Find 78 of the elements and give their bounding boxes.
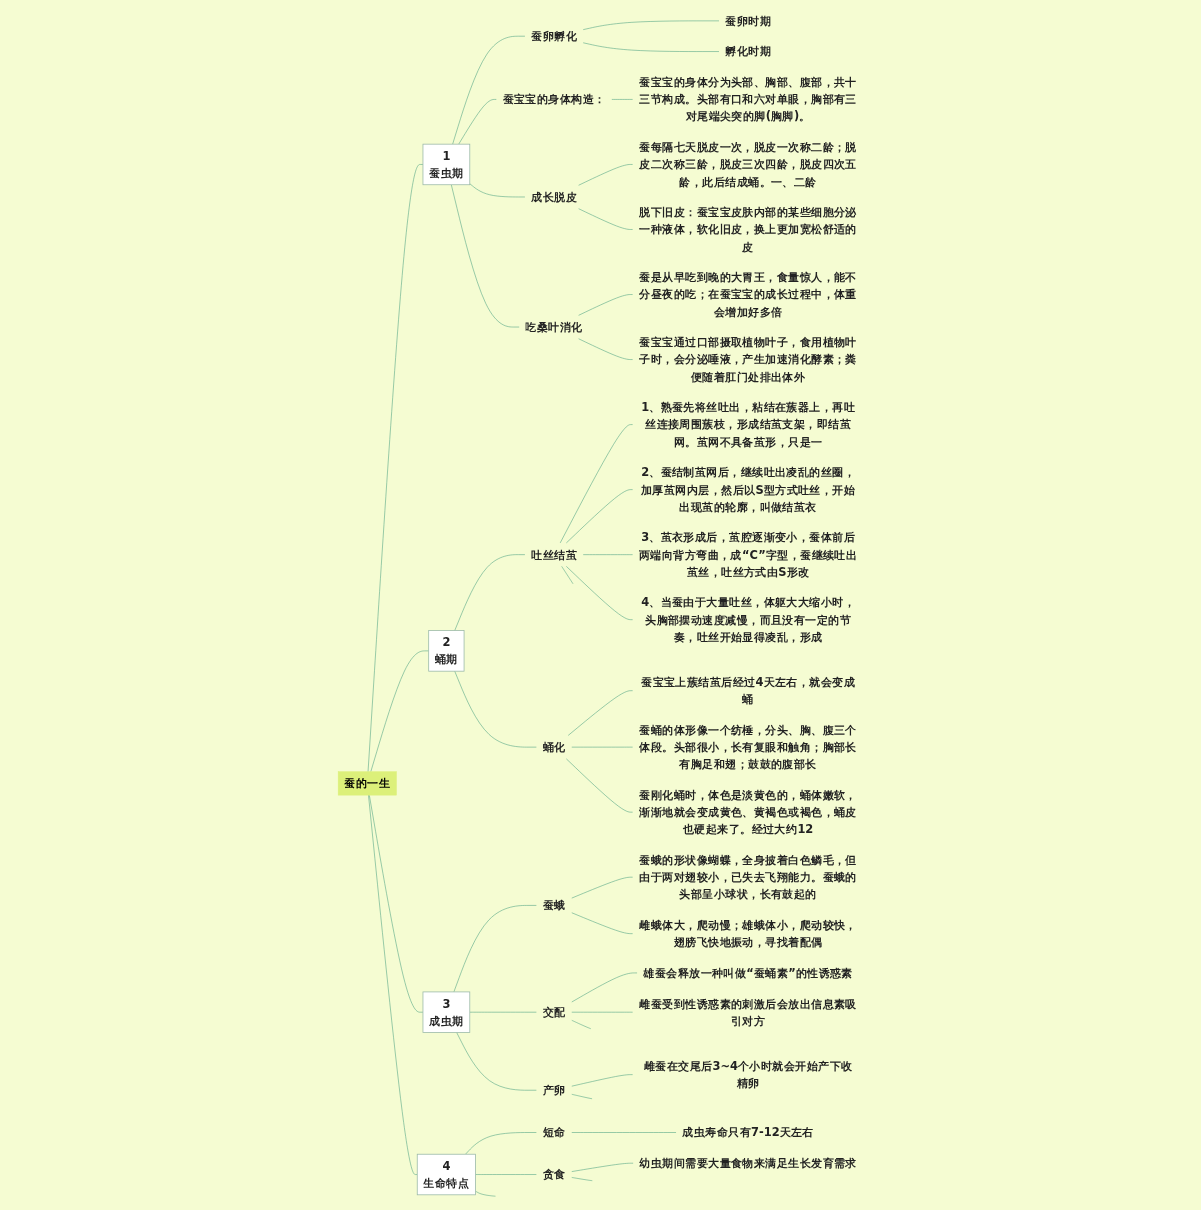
connector-line (571, 1162, 633, 1172)
connector-line (454, 670, 537, 748)
connector-line (582, 42, 719, 52)
node-text: 蚕每隔七天脱皮一次，脱皮一次称二龄；脱皮二次称三龄，脱皮三次四龄，脱皮四次五龄，此后结成蛹。一、二龄 (639, 140, 857, 189)
node-box: 3 成虫期 (422, 991, 470, 1033)
node-text: 蚕卵时期 (724, 14, 771, 28)
connector-line (452, 35, 525, 145)
connector-line (571, 1094, 592, 1100)
node-text: 成虫寿命只有7-12天左右 (681, 1126, 814, 1140)
connector-line (577, 338, 633, 360)
node-text: 成长脱皮 (530, 190, 577, 204)
node-text: 蚕蛾 (542, 898, 566, 912)
node-box: 2 蛹期 (427, 630, 465, 672)
node-text: 雄蚕会释放一种叫做“蚕蛹素”的性诱惑素 (642, 966, 853, 980)
connector-line (559, 424, 633, 544)
connector-line (571, 1132, 676, 1133)
connector-line (474, 1174, 537, 1175)
connector-line (367, 164, 423, 772)
connector-line (370, 650, 429, 772)
connector-line (454, 554, 525, 631)
node-box: 1 蚕虫期 (422, 143, 470, 186)
connector-line (571, 1177, 593, 1181)
node-text: 蚕宝宝通过口部摄取植物叶子，食用植物叶子时，会分泌唾液，产生加速消化酵素；粪便随着肛门处排出体外 (639, 335, 857, 384)
node-text: 蚕宝宝的身体分为头部、胸部、腹部，共十三节构成。头部有口和六对单眼，胸部有三对尾端尖突的脚(胸脚)。 (639, 75, 857, 124)
connector-line (571, 1011, 633, 1013)
connector-line (582, 554, 633, 555)
node-text: 吃桑叶消化 (525, 320, 583, 334)
connector-line (611, 99, 633, 100)
connector-line (577, 208, 633, 230)
connector-line (582, 20, 719, 30)
node-text: 蚕宝宝上蔟结茧后经过4天左右，就会变成蛹 (640, 675, 855, 706)
node-text: 蚕蛾的形状像蝴蝶，全身披着白色鳞毛，但由于两对翅较小，已失去飞翔能力。蚕蛾的头部呈小球状，长有鼓起的 (639, 853, 857, 901)
node-text: 雌蚕受到性诱惑素的刺激后会放出信息素吸引对方 (639, 997, 857, 1028)
node-text: 雌蚕在交尾后3~4个小时就会开始产下收精卵 (643, 1059, 853, 1090)
node-text: 脱下旧皮：蚕宝宝皮肤内部的某些细胞分泌一种液体，软化旧皮，换上更加宽松舒适的皮 (639, 205, 857, 254)
node-text: 贪食 (542, 1168, 566, 1182)
node-text: 1、熟蚕先将丝吐出，粘结在蔟器上，再吐丝连接周围蔟枝，形成结茧支架，即结茧网。茧网不具备茧形，只是一 (640, 400, 855, 449)
connector-line (577, 294, 633, 316)
connector-line (571, 972, 637, 1003)
node-text: 产卵 (542, 1083, 566, 1097)
connector-line (464, 1132, 537, 1155)
connector-line (565, 489, 633, 544)
connector-line (453, 905, 537, 993)
node-text: 雌蛾体大，爬动慢；雄蛾体小，爬动较快，翅膀飞快地振动，寻找着配偶 (639, 918, 857, 949)
node-text: 4、当蚕由于大量吐丝，体躯大大缩小时，头胸部摆动速度减慢，而且没有一定的节奏，吐丝开始显得凌乱，形成 (640, 596, 855, 644)
node-text: 蚕宝宝的身体构造： (502, 92, 606, 106)
node-text: 孵化时期 (724, 45, 771, 59)
connector-line (469, 183, 525, 198)
node-text: 3、茧衣形成后，茧腔逐渐变小，蚕体前后两端向背方弯曲，成“C”字型，蚕继续吐出茧丝，吐丝方式由S形改 (638, 530, 857, 579)
node-text: 蚕是从早吃到晚的大胃王，食量惊人，能不分昼夜的吃；在蚕宝宝的成长过程中，体重会增加好多倍 (639, 270, 857, 319)
connector-line (565, 566, 633, 620)
connector-line (469, 1011, 537, 1013)
connector-line (561, 566, 573, 585)
node-box: 4 生命特点 (416, 1153, 476, 1196)
node-text: 蚕蛹的体形像一个纺棰，分头、胸、腹三个体段。头部很小，长有复眼和触角；胸部长有胸足和翅；鼓鼓的腹部长 (639, 723, 857, 771)
connector-line (456, 1032, 537, 1091)
connector-line (571, 1074, 633, 1087)
node-text: 2、蚕结制茧网后，继续吐出凌乱的丝圈，加厚茧网内层，然后以S型方式吐丝，开始出现茧的轮廓，叫做结茧衣 (640, 465, 855, 514)
node-text: 短命 (542, 1126, 566, 1140)
connector-line (577, 164, 633, 186)
node-text: 蚕卵孵化 (530, 29, 577, 43)
node-text: 幼虫期间需要大量食物来满足生长发育需求 (639, 1156, 857, 1170)
connector-line (567, 690, 633, 736)
connector-line (367, 794, 418, 1175)
connector-line (571, 1020, 591, 1029)
connector-line (571, 912, 633, 934)
node-text: 吐丝结茧 (530, 548, 577, 562)
connector-line (571, 876, 633, 899)
node-text: 蛹化 (542, 740, 566, 754)
connector-line (450, 184, 520, 328)
connector-line (458, 99, 497, 145)
connector-line (368, 794, 423, 1013)
node-text: 交配 (542, 1005, 566, 1019)
node-box: 蚕的一生 (337, 771, 397, 796)
node-text: 蚕刚化蛹时，体色是淡黄色的，蛹体嫩软，渐渐地就会变成黄色、黄褐色或褐色，蛹皮也硬起来了。经过大约12 (639, 788, 857, 836)
connector-line (565, 758, 633, 813)
connector-line (474, 1190, 496, 1197)
connector-line (571, 746, 633, 748)
